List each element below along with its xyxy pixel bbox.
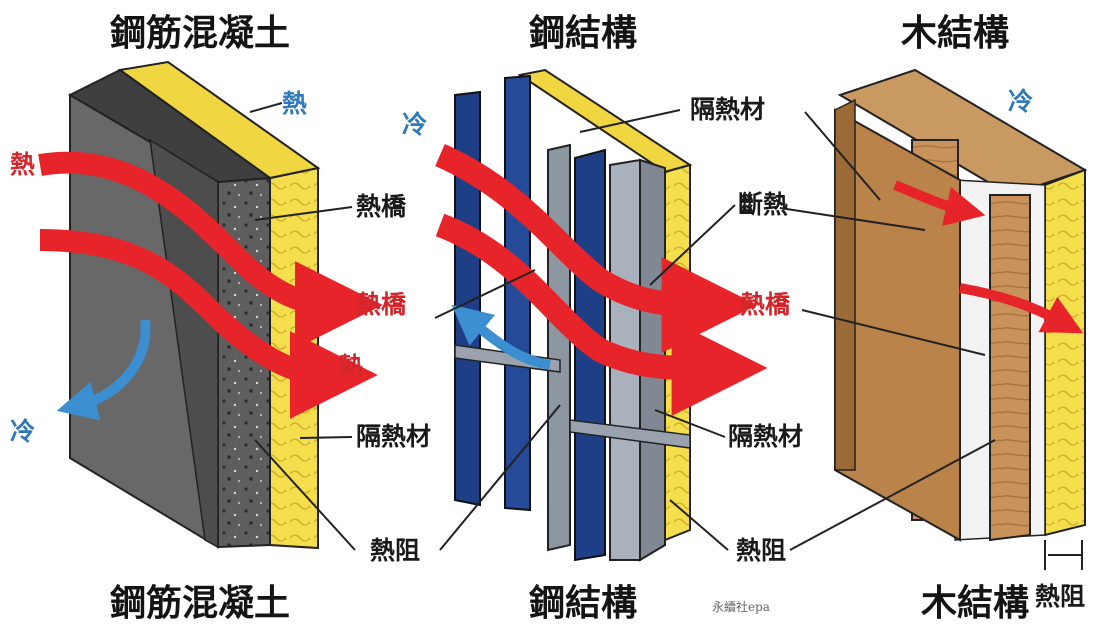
concrete-cold-arrow [56,319,151,421]
label-concrete-insulation: 隔熱材 [356,422,431,451]
wood-stud-front [989,194,1031,542]
label-steel-insulation-bottom: 隔熱材 [728,422,803,451]
label-steel-thermal-break: 斷熱 [738,190,788,219]
label-concrete-cold: 冷 [10,417,35,446]
watermark: 永續社epa [712,599,770,614]
title-top-wood: 木結構 [901,13,1009,54]
label-wood-resistance: 熱阻 [1035,582,1085,611]
label-concrete-thermal-bridge: 熱橋 [356,192,407,221]
wood-heat-arrow-lower [959,283,1084,334]
panel-wood [834,68,1088,542]
label-concrete-heat-left: 熱 [10,150,35,179]
wood-insulation [1044,168,1086,537]
title-bottom-wood: 木結構 [921,583,1029,624]
label-wood-cold: 冷 [1008,87,1033,116]
steel-heat-arrow-lower [435,213,768,417]
title-top-concrete: 鋼筋混凝土 [110,13,290,54]
wood-sheathing-edge [834,98,856,471]
steel-flange-left [454,90,481,507]
label-steel-cold-top: 冷 [402,110,427,139]
steel-insulation-front [664,163,691,542]
steel-cold-arrow [451,304,551,370]
title-top-steel: 鋼結構 [529,13,637,54]
concrete-heat-arrow-upper [38,151,383,349]
concrete-heat-arrow-lower [39,229,378,419]
leader-lines [249,102,1083,570]
label-concrete-heat-right: 熱 [338,352,363,381]
label-steel-thermal-bridge-red: 熱橋 [740,290,791,319]
steel-bracket-lower [569,419,691,449]
label-concrete-thermal-bridge-red: 熱橋 [356,290,407,319]
title-bottom-concrete: 鋼筋混凝土 [110,583,290,624]
steel-stud-1 [547,143,571,552]
label-concrete-heat-top: 熱 [282,89,307,118]
label-concrete-resistance: 熱阻 [370,536,420,565]
steel-heat-arrow-upper [435,144,758,353]
label-steel-insulation-top: 隔熱材 [690,95,765,124]
concrete-cross-section [149,138,219,549]
label-steel-resistance: 熱阻 [736,536,786,565]
title-bottom-steel: 鋼結構 [529,583,637,624]
wood-heat-arrow-upper [893,180,986,226]
heat-arrows [38,144,1084,421]
